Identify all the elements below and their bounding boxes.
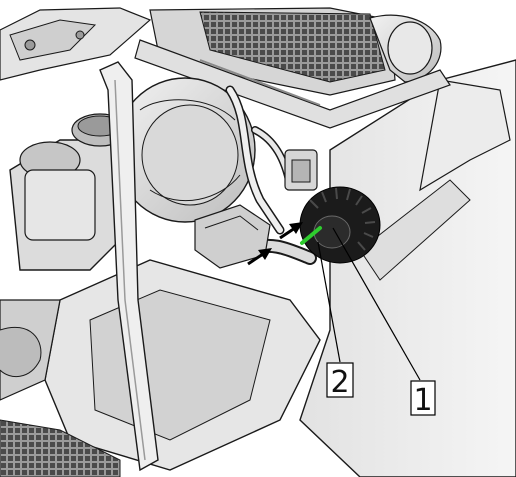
lower-grille — [0, 419, 121, 477]
callout-1-label: 1 — [413, 383, 432, 418]
leader-line-1 — [332, 227, 421, 381]
fender-panel — [299, 59, 516, 477]
fluid-reservoir — [9, 113, 131, 271]
round-housing — [114, 77, 256, 223]
callout-2-box: 2 — [326, 362, 354, 400]
gear-component — [299, 186, 381, 264]
green-marker-line — [300, 226, 322, 245]
upper-left-bracket — [0, 7, 152, 81]
callout-1-box: 1 — [410, 380, 436, 418]
arrow-lower — [247, 248, 272, 266]
front-strut — [99, 61, 159, 472]
cross-pipe — [134, 39, 451, 129]
callout-2-label: 2 — [330, 365, 349, 400]
leader-line-2 — [317, 241, 341, 363]
electrical-connector — [194, 149, 318, 269]
arrow-upper — [279, 222, 303, 240]
